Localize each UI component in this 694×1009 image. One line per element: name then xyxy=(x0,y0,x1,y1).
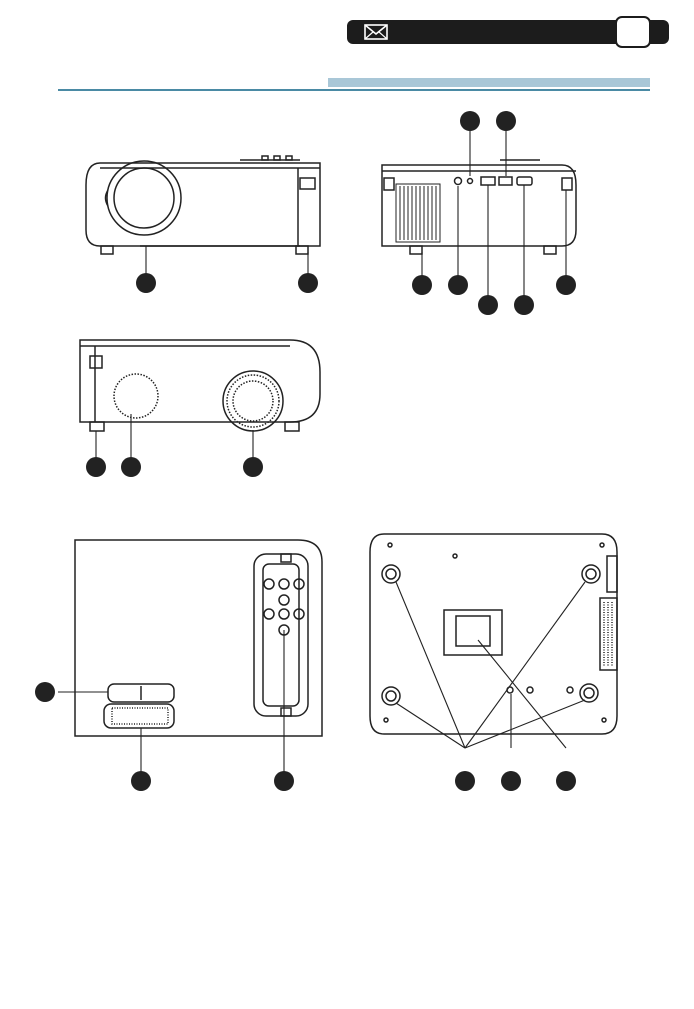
callout-side-1 xyxy=(86,457,106,477)
front-view-figure xyxy=(86,156,320,254)
callout-rear-4 xyxy=(448,275,468,295)
callout-front-1 xyxy=(136,273,156,293)
callout-bottom-1 xyxy=(455,771,475,791)
callout-top-3 xyxy=(274,771,294,791)
callout-rear-2 xyxy=(496,111,516,131)
callout-rear-7 xyxy=(556,275,576,295)
callout-side-2 xyxy=(121,457,141,477)
callout-top-2 xyxy=(131,771,151,791)
callout-top-1 xyxy=(35,682,55,702)
callout-front-2 xyxy=(298,273,318,293)
rear-view-figure xyxy=(382,160,576,254)
callout-rear-3 xyxy=(412,275,432,295)
callout-bottom-3 xyxy=(556,771,576,791)
side-view-figure xyxy=(80,340,320,431)
callout-rear-1 xyxy=(460,111,480,131)
callout-rear-6 xyxy=(514,295,534,315)
callout-rear-5 xyxy=(478,295,498,315)
callout-markers xyxy=(35,111,576,791)
bottom-view-figure xyxy=(370,534,617,734)
callout-bottom-2 xyxy=(501,771,521,791)
callout-side-3 xyxy=(243,457,263,477)
vent-grille xyxy=(396,184,440,242)
top-view-figure xyxy=(75,540,322,736)
